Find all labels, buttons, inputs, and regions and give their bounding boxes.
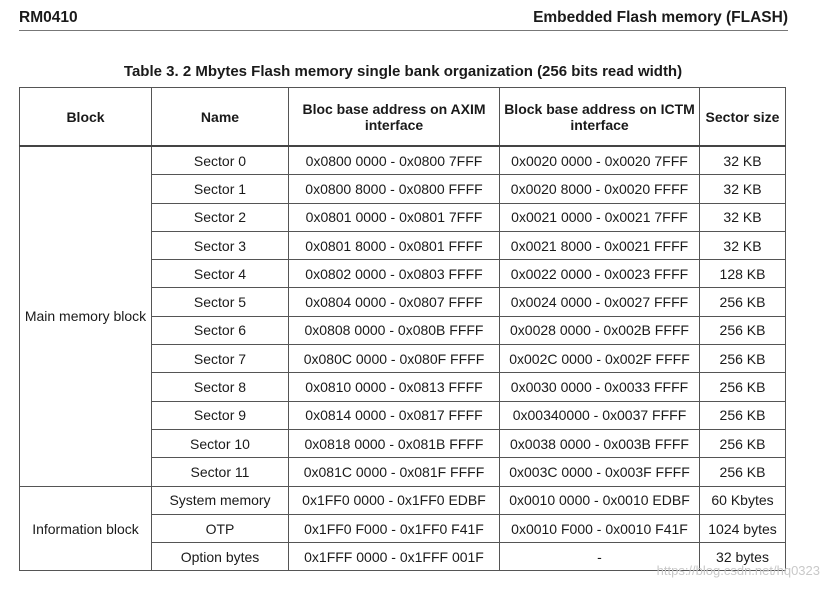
- sector-name-cell: Sector 11: [151, 457, 289, 487]
- sector-size-cell: 256 KB: [699, 372, 786, 402]
- axim-address-cell: 0x0800 8000 - 0x0800 FFFF: [288, 174, 500, 204]
- axim-address-cell: 0x0804 0000 - 0x0807 FFFF: [288, 287, 500, 317]
- watermark: https://blog.csdn.net/hq0323: [656, 563, 820, 578]
- block-group-cell: Information block: [19, 485, 152, 572]
- sector-size-cell: 32 bytes: [699, 542, 786, 572]
- column-header-name: Name: [151, 87, 289, 147]
- flash-organization-table: Block Name Bloc base address on AXIM int…: [19, 87, 786, 572]
- document-header: RM0410 Embedded Flash memory (FLASH): [19, 8, 788, 31]
- axim-address-cell: 0x0810 0000 - 0x0813 FFFF: [288, 372, 500, 402]
- sector-size-cell: 60 Kbytes: [699, 485, 786, 515]
- ictm-address-cell: 0x0030 0000 - 0x0033 FFFF: [499, 372, 700, 402]
- sector-size-cell: 32 KB: [699, 230, 786, 261]
- axim-address-cell: 0x081C 0000 - 0x081F FFFF: [288, 457, 500, 487]
- sector-name-cell: Sector 6: [151, 315, 289, 346]
- sector-size-cell: 128 KB: [699, 259, 786, 289]
- axim-address-cell: 0x0814 0000 - 0x0817 FFFF: [288, 400, 500, 430]
- sector-size-cell: 32 KB: [699, 202, 786, 232]
- axim-address-cell: 0x0800 0000 - 0x0800 7FFF: [288, 145, 500, 176]
- column-header-sector-size: Sector size: [699, 87, 786, 147]
- document-id: RM0410: [19, 9, 78, 26]
- sector-name-cell: System memory: [151, 485, 289, 515]
- sector-name-cell: Sector 7: [151, 344, 289, 374]
- column-header-ictm-address: Block base address on ICTM interface: [499, 87, 700, 147]
- column-header-block: Block: [19, 87, 152, 147]
- axim-address-cell: 0x1FF0 0000 - 0x1FF0 EDBF: [288, 485, 500, 515]
- sector-name-cell: Sector 4: [151, 259, 289, 289]
- sector-name-cell: Sector 2: [151, 202, 289, 232]
- sector-size-cell: 256 KB: [699, 428, 786, 459]
- sector-size-cell: 256 KB: [699, 344, 786, 374]
- sector-name-cell: OTP: [151, 513, 289, 544]
- column-header-axim-address: Bloc base address on AXIM interface: [288, 87, 500, 147]
- sector-size-cell: 32 KB: [699, 174, 786, 204]
- ictm-address-cell: 0x002C 0000 - 0x002F FFFF: [499, 344, 700, 374]
- ictm-address-cell: 0x0010 F000 - 0x0010 F41F: [499, 513, 700, 544]
- axim-address-cell: 0x0802 0000 - 0x0803 FFFF: [288, 259, 500, 289]
- sector-name-cell: Option bytes: [151, 542, 289, 572]
- sector-name-cell: Sector 0: [151, 145, 289, 176]
- axim-address-cell: 0x0808 0000 - 0x080B FFFF: [288, 315, 500, 346]
- sector-size-cell: 32 KB: [699, 145, 786, 176]
- block-group-cell: Main memory block: [19, 145, 152, 487]
- ictm-address-cell: 0x0024 0000 - 0x0027 FFFF: [499, 287, 700, 317]
- ictm-address-cell: 0x0021 8000 - 0x0021 FFFF: [499, 230, 700, 261]
- ictm-address-cell: 0x0020 0000 - 0x0020 7FFF: [499, 145, 700, 176]
- ictm-address-cell: -: [499, 542, 700, 572]
- ictm-address-cell: 0x003C 0000 - 0x003F FFFF: [499, 457, 700, 487]
- sector-size-cell: 256 KB: [699, 315, 786, 346]
- sector-name-cell: Sector 8: [151, 372, 289, 402]
- sector-size-cell: 256 KB: [699, 457, 786, 487]
- ictm-address-cell: 0x0021 0000 - 0x0021 7FFF: [499, 202, 700, 232]
- sector-size-cell: 256 KB: [699, 400, 786, 430]
- sector-size-cell: 1024 bytes: [699, 513, 786, 544]
- sector-name-cell: Sector 5: [151, 287, 289, 317]
- axim-address-cell: 0x1FFF 0000 - 0x1FFF 001F: [288, 542, 500, 572]
- ictm-address-cell: 0x0028 0000 - 0x002B FFFF: [499, 315, 700, 346]
- axim-address-cell: 0x080C 0000 - 0x080F FFFF: [288, 344, 500, 374]
- ictm-address-cell: 0x00340000 - 0x0037 FFFF: [499, 400, 700, 430]
- ictm-address-cell: 0x0038 0000 - 0x003B FFFF: [499, 428, 700, 459]
- axim-address-cell: 0x0818 0000 - 0x081B FFFF: [288, 428, 500, 459]
- table-title: Table 3. 2 Mbytes Flash memory single ba…: [123, 63, 683, 80]
- ictm-address-cell: 0x0010 0000 - 0x0010 EDBF: [499, 485, 700, 515]
- sector-name-cell: Sector 9: [151, 400, 289, 430]
- axim-address-cell: 0x1FF0 F000 - 0x1FF0 F41F: [288, 513, 500, 544]
- sector-size-cell: 256 KB: [699, 287, 786, 317]
- ictm-address-cell: 0x0020 8000 - 0x0020 FFFF: [499, 174, 700, 204]
- axim-address-cell: 0x0801 0000 - 0x0801 7FFF: [288, 202, 500, 232]
- ictm-address-cell: 0x0022 0000 - 0x0023 FFFF: [499, 259, 700, 289]
- section-title: Embedded Flash memory (FLASH): [533, 9, 788, 26]
- sector-name-cell: Sector 1: [151, 174, 289, 204]
- axim-address-cell: 0x0801 8000 - 0x0801 FFFF: [288, 230, 500, 261]
- sector-name-cell: Sector 10: [151, 428, 289, 459]
- sector-name-cell: Sector 3: [151, 230, 289, 261]
- table-header-row: Block Name Bloc base address on AXIM int…: [19, 87, 786, 147]
